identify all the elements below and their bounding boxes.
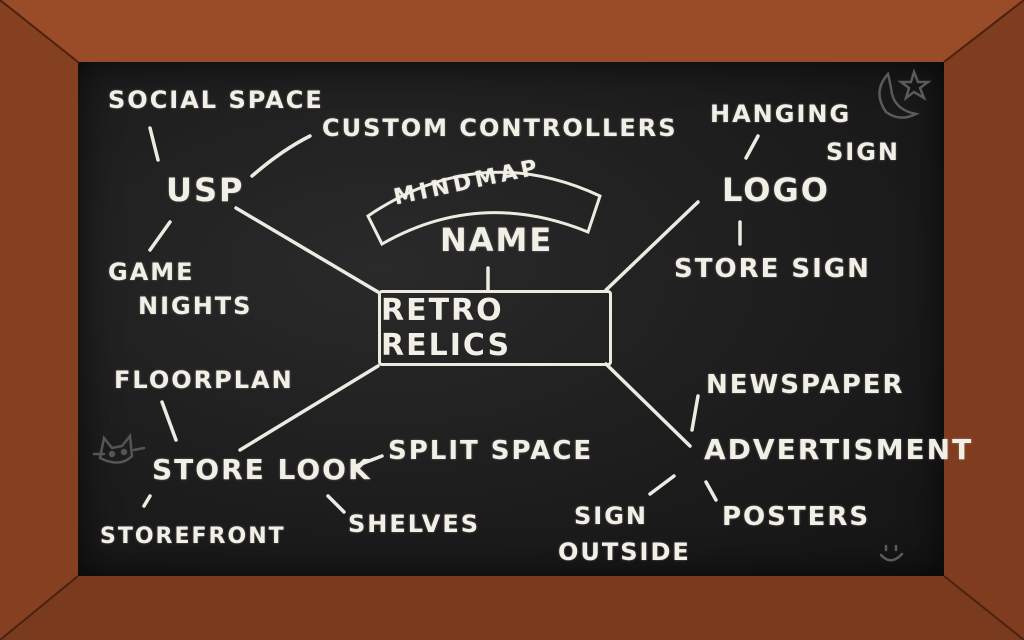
store-look-item-shelves: SHELVES — [348, 510, 481, 538]
connector-hanging-sign — [744, 134, 760, 160]
advertisment-item-posters: POSTERS — [722, 502, 871, 532]
center-label: RETRO RELICS — [381, 293, 512, 363]
connector-usp — [234, 206, 380, 294]
store-look-label: STORE LOOK — [152, 453, 372, 486]
connector-storefront — [142, 494, 152, 508]
center-node: RETRO RELICS — [378, 290, 612, 366]
store-look-item-split-space: SPLIT SPACE — [388, 436, 594, 466]
connector-advertisment — [604, 362, 692, 448]
usp-label: USP — [166, 171, 245, 209]
connector-posters — [704, 480, 718, 502]
store-look-item-storefront: STOREFRONT — [100, 524, 286, 549]
advertisment-item-sign: SIGN — [574, 502, 648, 530]
usp-item-custom-controllers: CUSTOM CONTROLLERS — [322, 114, 678, 142]
logo-item-sign: SIGN — [826, 138, 900, 166]
logo-item-store-sign: STORE SIGN — [674, 254, 871, 284]
advertisment-item-newspaper: NEWSPAPER — [706, 370, 905, 400]
usp-item-social-space: SOCIAL SPACE — [108, 86, 324, 114]
connector-store-look — [238, 364, 380, 452]
connector-sign-outside — [648, 474, 676, 496]
name-title: NAME — [440, 221, 554, 259]
smiley-icon — [879, 544, 904, 562]
connector-newspaper — [690, 394, 700, 432]
cat-icon — [92, 432, 146, 464]
advertisment-item-outside: OUTSIDE — [558, 538, 691, 566]
connector-logo — [604, 200, 700, 292]
chalkboard — [78, 62, 944, 576]
usp-item-game: GAME — [108, 258, 195, 286]
connector-game-nights — [148, 220, 172, 252]
logo-label: LOGO — [722, 171, 830, 209]
connector-social-space — [148, 126, 160, 162]
connector-split-space — [354, 454, 384, 468]
logo-item-hanging: HANGING — [710, 100, 852, 128]
store-look-item-floorplan: FLOORPLAN — [114, 366, 294, 394]
connector-custom-controllers — [250, 134, 312, 178]
connector-floorplan — [160, 400, 178, 442]
usp-item-nights: NIGHTS — [138, 292, 253, 320]
moon-star-icon — [878, 68, 932, 119]
advertisment-label: ADVERTISMENT — [704, 433, 974, 466]
banner-outline — [366, 170, 602, 247]
connector-shelves — [326, 494, 346, 514]
